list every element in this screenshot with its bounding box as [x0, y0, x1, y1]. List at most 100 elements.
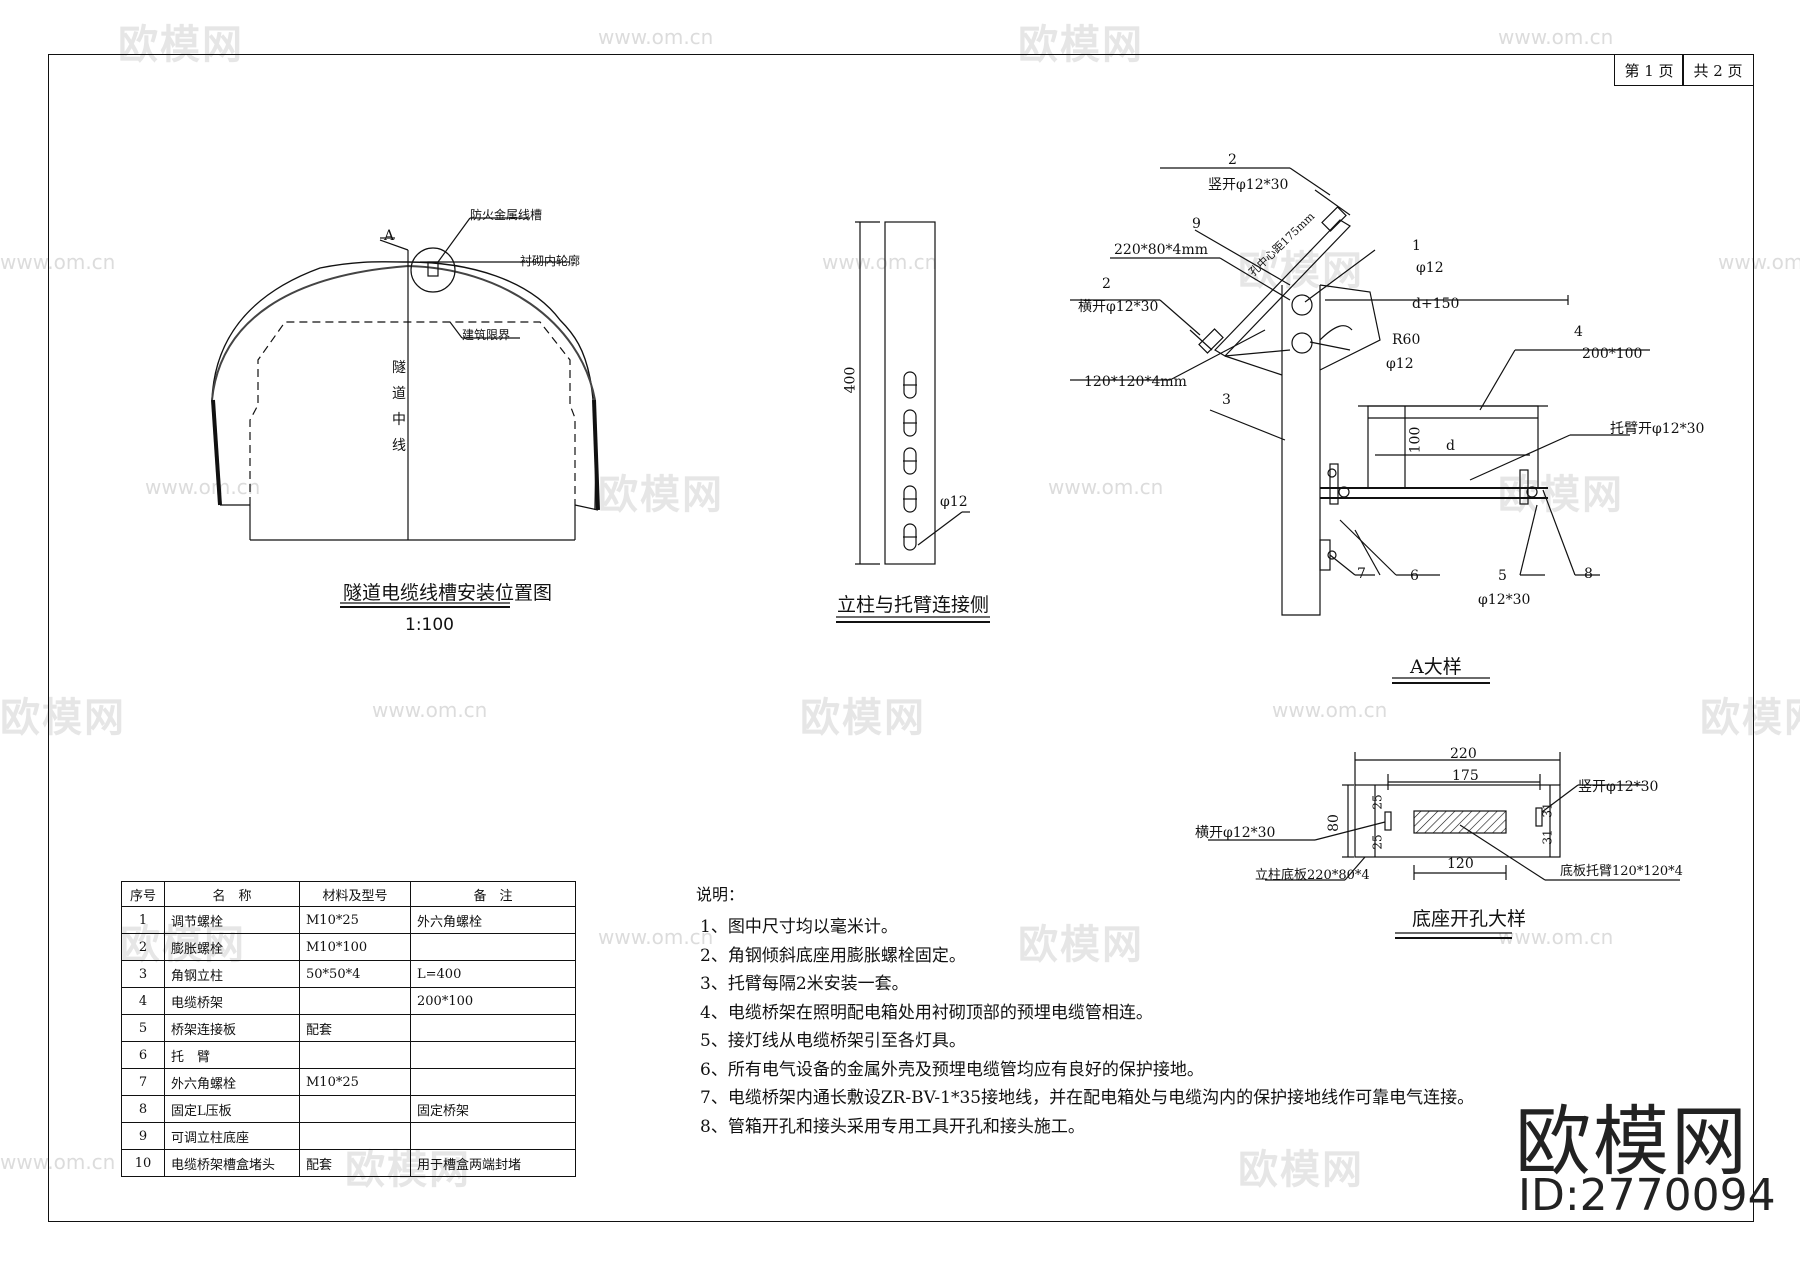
notes-title: 说明：: [696, 885, 745, 904]
watermark-url: www.om.cn: [822, 250, 938, 274]
note-item: 6、所有电气设备的金属外壳及预埋电缆管均应有良好的保护接地。: [700, 1059, 1204, 1080]
label-tray-size: 200*100: [1582, 346, 1643, 362]
watermark-url: www.om.cn: [0, 250, 116, 274]
watermark-url: www.om.cn: [0, 1150, 116, 1174]
label-column-base-plate: 立柱底板220*80*4: [1255, 868, 1370, 883]
cell-name: 电缆桥架槽盒堵头: [164, 1149, 300, 1177]
cell-name: 膨胀螺栓: [164, 933, 300, 961]
label-slot-phi12x30: φ12*30: [1478, 592, 1531, 608]
watermark-logo: 欧模网: [1018, 22, 1144, 68]
dim-25-top: 25: [1370, 794, 1385, 810]
note-item: 8、管箱开孔和接头采用专用工具开孔和接头施工。: [700, 1116, 1085, 1137]
cell-name: 外六角螺栓: [164, 1068, 300, 1096]
page-total-box: 共 2 页: [1682, 54, 1754, 86]
header-remark: 备 注: [410, 881, 576, 907]
cell-no: 2: [121, 933, 165, 961]
cell-spec: [299, 1122, 411, 1150]
watermark-url: www.om.cn: [1718, 250, 1800, 274]
watermark-url: www.om.cn: [1498, 925, 1614, 949]
note-item: 1、图中尺寸均以毫米计。: [700, 917, 898, 937]
watermark-logo: 欧模网: [800, 695, 926, 741]
cell-spec: [299, 987, 411, 1015]
dim-tray-height: 100: [1407, 426, 1424, 454]
cell-remark: [410, 1068, 576, 1096]
label-base-plate-size: 220*80*4mm: [1114, 242, 1208, 258]
label-r60: R60: [1392, 332, 1421, 348]
watermark-url: www.om.cn: [1272, 698, 1388, 722]
cell-remark: [410, 1041, 576, 1069]
label-lining-contour: 衬砌内轮廓: [520, 254, 581, 268]
cell-remark: [410, 1014, 576, 1042]
detail-a: [1070, 167, 1650, 616]
label-column-hole: φ12: [940, 494, 968, 510]
callout-3: 3: [1222, 392, 1231, 408]
tunnel-section: [211, 217, 600, 541]
dim-column-length: 400: [842, 366, 859, 394]
cell-remark: 外六角螺栓: [410, 906, 576, 934]
cell-name: 固定L压板: [164, 1095, 300, 1123]
cell-spec: 配套: [299, 1149, 411, 1177]
note-item: 5、接灯线从电缆桥架引至各灯具。: [700, 1031, 966, 1051]
cell-name: 可调立柱底座: [164, 1122, 300, 1150]
dim-80: 80: [1325, 814, 1342, 832]
label-vertical-slot-base: 竖开φ12*30: [1578, 779, 1659, 795]
dim-25-bottom: 25: [1370, 834, 1385, 850]
title-column-side: 立柱与托臂连接侧: [837, 594, 990, 616]
cell-name: 电缆桥架: [164, 987, 300, 1015]
page-number-box: 第 1 页: [1614, 54, 1684, 86]
label-a-marker: A: [384, 228, 395, 244]
label-angle-size: 120*120*4mm: [1084, 374, 1187, 390]
cell-remark: 固定桥架: [410, 1095, 576, 1123]
label-base-arm: 底板托臂120*120*4: [1560, 864, 1683, 879]
cell-no: 3: [121, 960, 165, 988]
label-arm-slot: 托臂开φ12*30: [1610, 421, 1705, 437]
note-item: 2、角钢倾斜底座用膨胀螺栓固定。: [700, 945, 966, 966]
callout-2-top: 2: [1228, 152, 1237, 168]
callout-7: 7: [1357, 566, 1366, 582]
cell-remark: 200*100: [410, 987, 576, 1015]
cell-name: 调节螺栓: [164, 906, 300, 934]
cell-spec: 配套: [299, 1014, 411, 1042]
callout-2-left: 2: [1102, 276, 1111, 292]
label-vertical-slot-top: 竖开φ12*30: [1208, 177, 1289, 193]
dim-120: 120: [1447, 856, 1474, 872]
watermark-logo: 欧模网: [0, 695, 126, 741]
watermark-logo: 欧模网: [118, 22, 244, 68]
watermark-logo: 欧模网: [1018, 922, 1144, 968]
watermark-url: www.om.cn: [598, 925, 714, 949]
cell-spec: M10*25: [299, 1068, 411, 1096]
cell-no: 9: [121, 1122, 165, 1150]
callout-6: 6: [1410, 568, 1419, 584]
watermark-url: www.om.cn: [372, 698, 488, 722]
column-side-view: [855, 221, 970, 565]
label-hole-phi12-mid: φ12: [1386, 356, 1414, 372]
cell-remark: L=400: [410, 960, 576, 988]
label-fireproof-tray: 防火金属线槽: [470, 208, 543, 222]
cell-no: 5: [121, 1014, 165, 1042]
cell-no: 4: [121, 987, 165, 1015]
callout-8: 8: [1584, 566, 1593, 582]
brand-watermark: 欧模网: [1515, 1097, 1749, 1186]
cell-spec: M10*100: [299, 933, 411, 961]
watermark-logo: 欧模网: [1700, 695, 1800, 741]
watermark-logo: 欧模网: [1238, 248, 1364, 294]
title-detail-a: A大样: [1410, 656, 1462, 678]
drawing-frame: [48, 54, 1754, 1222]
base-hole-detail: [1208, 752, 1680, 881]
note-item: 7、电缆桥架内通长敷设ZR-BV-1*35接地线，并在配电箱处与电缆沟内的保护接…: [700, 1088, 1475, 1108]
cell-spec: [299, 1095, 411, 1123]
dim-31-bottom: 31: [1540, 829, 1555, 845]
dim-d-plus-150: d+150: [1412, 296, 1460, 312]
label-horizontal-slot-base: 横开φ12*30: [1195, 825, 1276, 841]
note-item: 4、电缆桥架在照明配电箱处用衬砌顶部的预埋电缆管相连。: [700, 1002, 1153, 1023]
watermark-logo: 欧模网: [1498, 472, 1624, 518]
cell-no: 6: [121, 1041, 165, 1069]
